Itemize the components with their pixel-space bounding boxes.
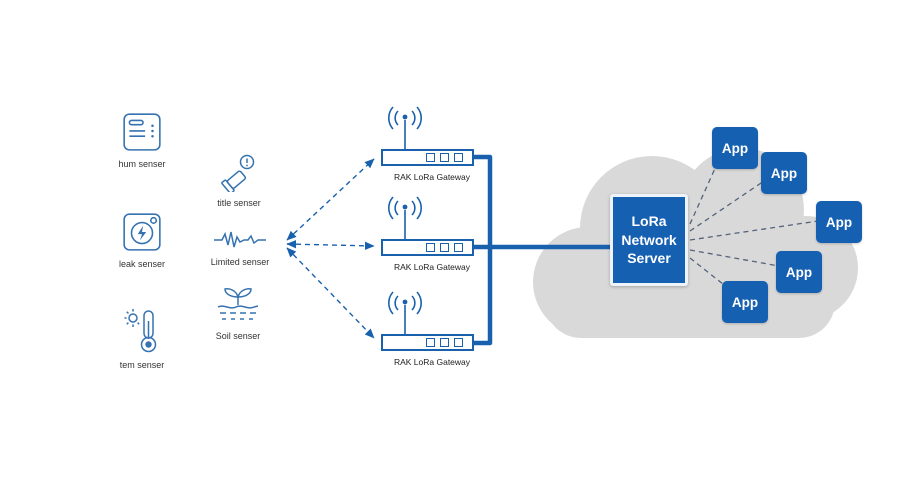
gateway-2: RAK LoRa Gateway	[357, 196, 507, 276]
gateway-label: RAK LoRa Gateway	[393, 357, 471, 367]
app-box-1: App	[712, 127, 758, 169]
app-box-3: App	[816, 201, 862, 243]
app-link-lines	[689, 163, 819, 289]
app-label: App	[785, 264, 813, 280]
gateway-label: RAK LoRa Gateway	[393, 172, 471, 182]
sensor-leak: leak senser	[97, 211, 187, 269]
app-box-4: App	[776, 251, 822, 293]
antenna-icon	[388, 106, 422, 150]
app-label: App	[731, 294, 759, 310]
sensor-limited: Limited senser	[195, 229, 285, 267]
gateway-port	[426, 338, 435, 347]
server-label-line: LoRa	[631, 212, 667, 229]
app-label: App	[825, 214, 853, 230]
gateway-port	[454, 338, 463, 347]
app-box-2: App	[761, 152, 807, 194]
sensor-label: Limited senser	[210, 257, 270, 267]
gateway-1: RAK LoRa Gateway	[357, 106, 507, 186]
cloud-shape	[533, 148, 858, 338]
app-label: App	[721, 140, 749, 156]
sensor-uplink-lines	[286, 158, 375, 339]
sensor-soil: Soil senser	[193, 283, 283, 341]
gateway-box	[381, 149, 474, 166]
soil-sensor-icon	[217, 288, 259, 320]
sensor-title: title senser	[194, 152, 284, 208]
backhaul-lines	[474, 154, 616, 346]
sensor-tem: tem senser	[97, 308, 187, 370]
sensor-hum: hum senser	[97, 111, 187, 169]
leak-sensor-icon	[123, 213, 161, 251]
gateway-label: RAK LoRa Gateway	[393, 262, 471, 272]
sensor-label: leak senser	[118, 259, 166, 269]
tilt-sensor-icon	[221, 154, 255, 192]
server-label-line: Network	[621, 231, 677, 248]
app-label: App	[770, 165, 798, 181]
gateway-port	[426, 153, 435, 162]
antenna-icon	[388, 291, 422, 335]
gateway-port	[440, 338, 449, 347]
humidity-sensor-icon	[123, 113, 161, 151]
gateway-box	[381, 239, 474, 256]
gateway-port	[426, 243, 435, 252]
temperature-sensor-icon	[124, 309, 157, 353]
sensor-label: hum senser	[118, 159, 166, 169]
gateway-port	[454, 243, 463, 252]
lora-network-server: LoRa Network Server	[610, 194, 688, 286]
server-label-line: Server	[627, 250, 671, 267]
antenna-icon	[388, 196, 422, 240]
app-box-5: App	[722, 281, 768, 323]
gateway-port	[440, 153, 449, 162]
sensor-label: title senser	[217, 198, 261, 208]
gateway-port	[454, 153, 463, 162]
gateway-box	[381, 334, 474, 351]
sensor-label: tem senser	[119, 360, 165, 370]
vibration-waveform-icon	[214, 231, 266, 248]
gateway-port	[440, 243, 449, 252]
sensor-label: Soil senser	[215, 331, 261, 341]
gateway-3: RAK LoRa Gateway	[357, 291, 507, 371]
